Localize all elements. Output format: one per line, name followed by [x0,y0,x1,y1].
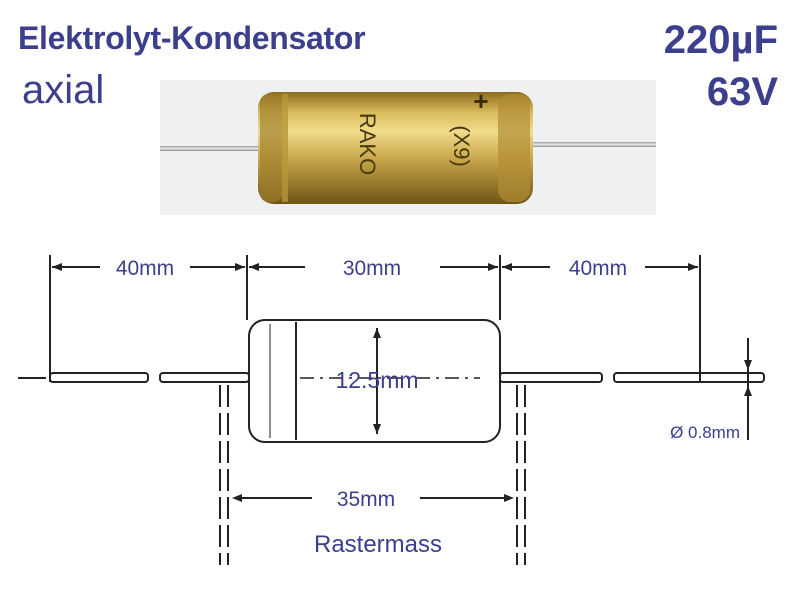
dim-label-body-diameter: 12.5mm [335,367,418,393]
photo-lead-right [525,142,656,147]
arrow-pitch-end [504,494,514,502]
dim-label-body-length: 30mm [343,257,401,280]
dim-label-lead-right: 40mm [569,257,627,280]
arrow-diameter-top [373,328,381,338]
arrow-lead-left-start [52,263,62,271]
arrow-lead-left-end [235,263,245,271]
arrow-lead-diameter-bottom [744,386,752,396]
photo-capacitor-body [258,92,533,204]
arrow-lead-right-end [688,263,698,271]
capacitance-spec: 220µF [663,18,778,62]
drawing-lead-right-segment-2 [613,372,765,383]
photo-lead-left [160,146,270,151]
dim-label-pitch-caption: Rastermass [314,531,442,558]
arrow-body-end [488,263,498,271]
voltage-spec: 63V [706,70,778,114]
photo-body-end-right [498,94,530,202]
arrow-lead-right-start [502,263,512,271]
arrow-lead-diameter-top [744,360,752,370]
dim-label-lead-left: 40mm [116,257,174,280]
arrow-body-start [249,263,259,271]
capacitor-photo: RAKO (X9) + [160,80,656,215]
page-title: Elektrolyt-Kondensator [18,20,366,56]
drawing-lead-right-segment-1 [499,372,603,383]
photo-marking-brand: RAKO [355,113,380,175]
drawing-lead-left-segment-1 [49,372,149,383]
drawing-lead-left-segment-2 [159,372,250,383]
photo-marking-code: (X9) [449,125,474,167]
photo-body-groove [260,94,282,202]
arrow-diameter-bottom [373,424,381,434]
photo-body-end-left [282,94,288,202]
dimension-drawing: 40mm 30mm 40mm 12.5mm Ø 0.8mm 35mm Raste… [18,255,765,565]
dim-label-pitch: 35mm [337,488,395,511]
page-subtitle: axial [22,68,105,112]
photo-polarity-symbol: + [473,86,488,116]
dim-label-lead-diameter: Ø 0.8mm [670,423,740,442]
arrow-pitch-start [232,494,242,502]
capacitor-photo-svg: RAKO (X9) + [160,80,656,215]
